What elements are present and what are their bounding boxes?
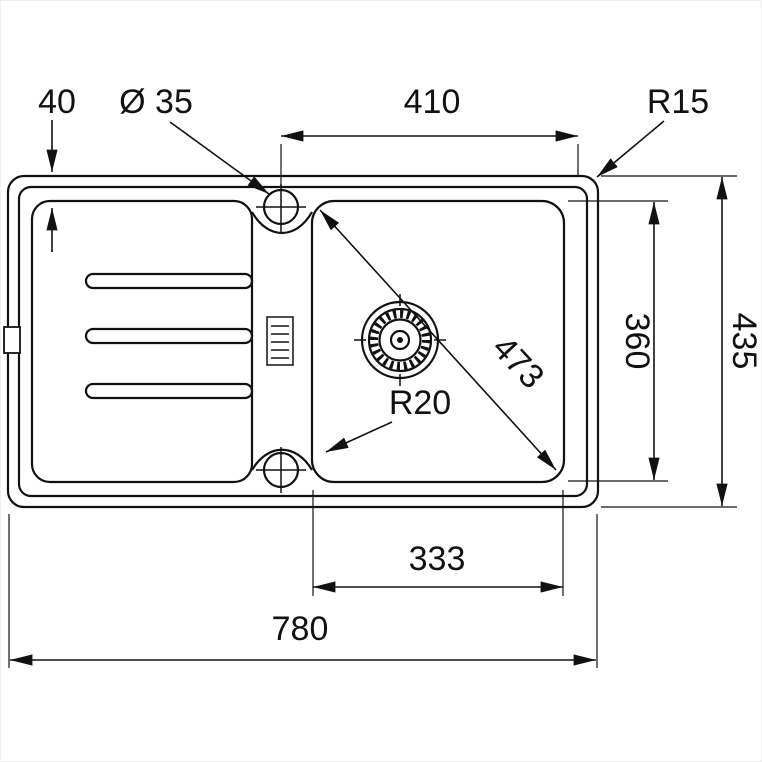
sink-bowl xyxy=(310,199,566,484)
dim-473-label: 473 xyxy=(485,329,551,396)
drain-strainer xyxy=(354,294,446,386)
channel-curve-bottom xyxy=(251,448,313,471)
dim-410-label: 410 xyxy=(404,83,461,121)
drainboard-rib xyxy=(84,382,254,400)
dim-r15-leader xyxy=(596,120,665,178)
dim-r15-label: R15 xyxy=(647,83,709,121)
dim-35-leader xyxy=(169,121,270,195)
drainboard xyxy=(30,199,254,484)
tap-hole-bottom-crosshair xyxy=(256,447,306,493)
dim-r20-label: R20 xyxy=(389,384,451,422)
overflow-notch xyxy=(3,326,21,354)
drain-center-dot xyxy=(397,337,403,343)
dim-435-label: 435 xyxy=(725,313,762,370)
dim-35-label: Ø 35 xyxy=(119,83,193,121)
label-plate xyxy=(266,316,294,366)
drainboard-rib xyxy=(84,272,254,290)
dim-r20-leader xyxy=(325,421,393,453)
tap-hole-top-crosshair xyxy=(256,184,306,233)
channel-curve-top xyxy=(251,211,313,235)
dim-360-label: 360 xyxy=(618,313,656,370)
dim-780-label: 780 xyxy=(272,610,329,648)
dim-333-label: 333 xyxy=(409,540,466,578)
drainboard-rib xyxy=(84,327,254,345)
dim-40-label: 40 xyxy=(38,83,76,121)
label-plate-lines xyxy=(271,325,289,359)
dim-473-line xyxy=(319,209,557,471)
